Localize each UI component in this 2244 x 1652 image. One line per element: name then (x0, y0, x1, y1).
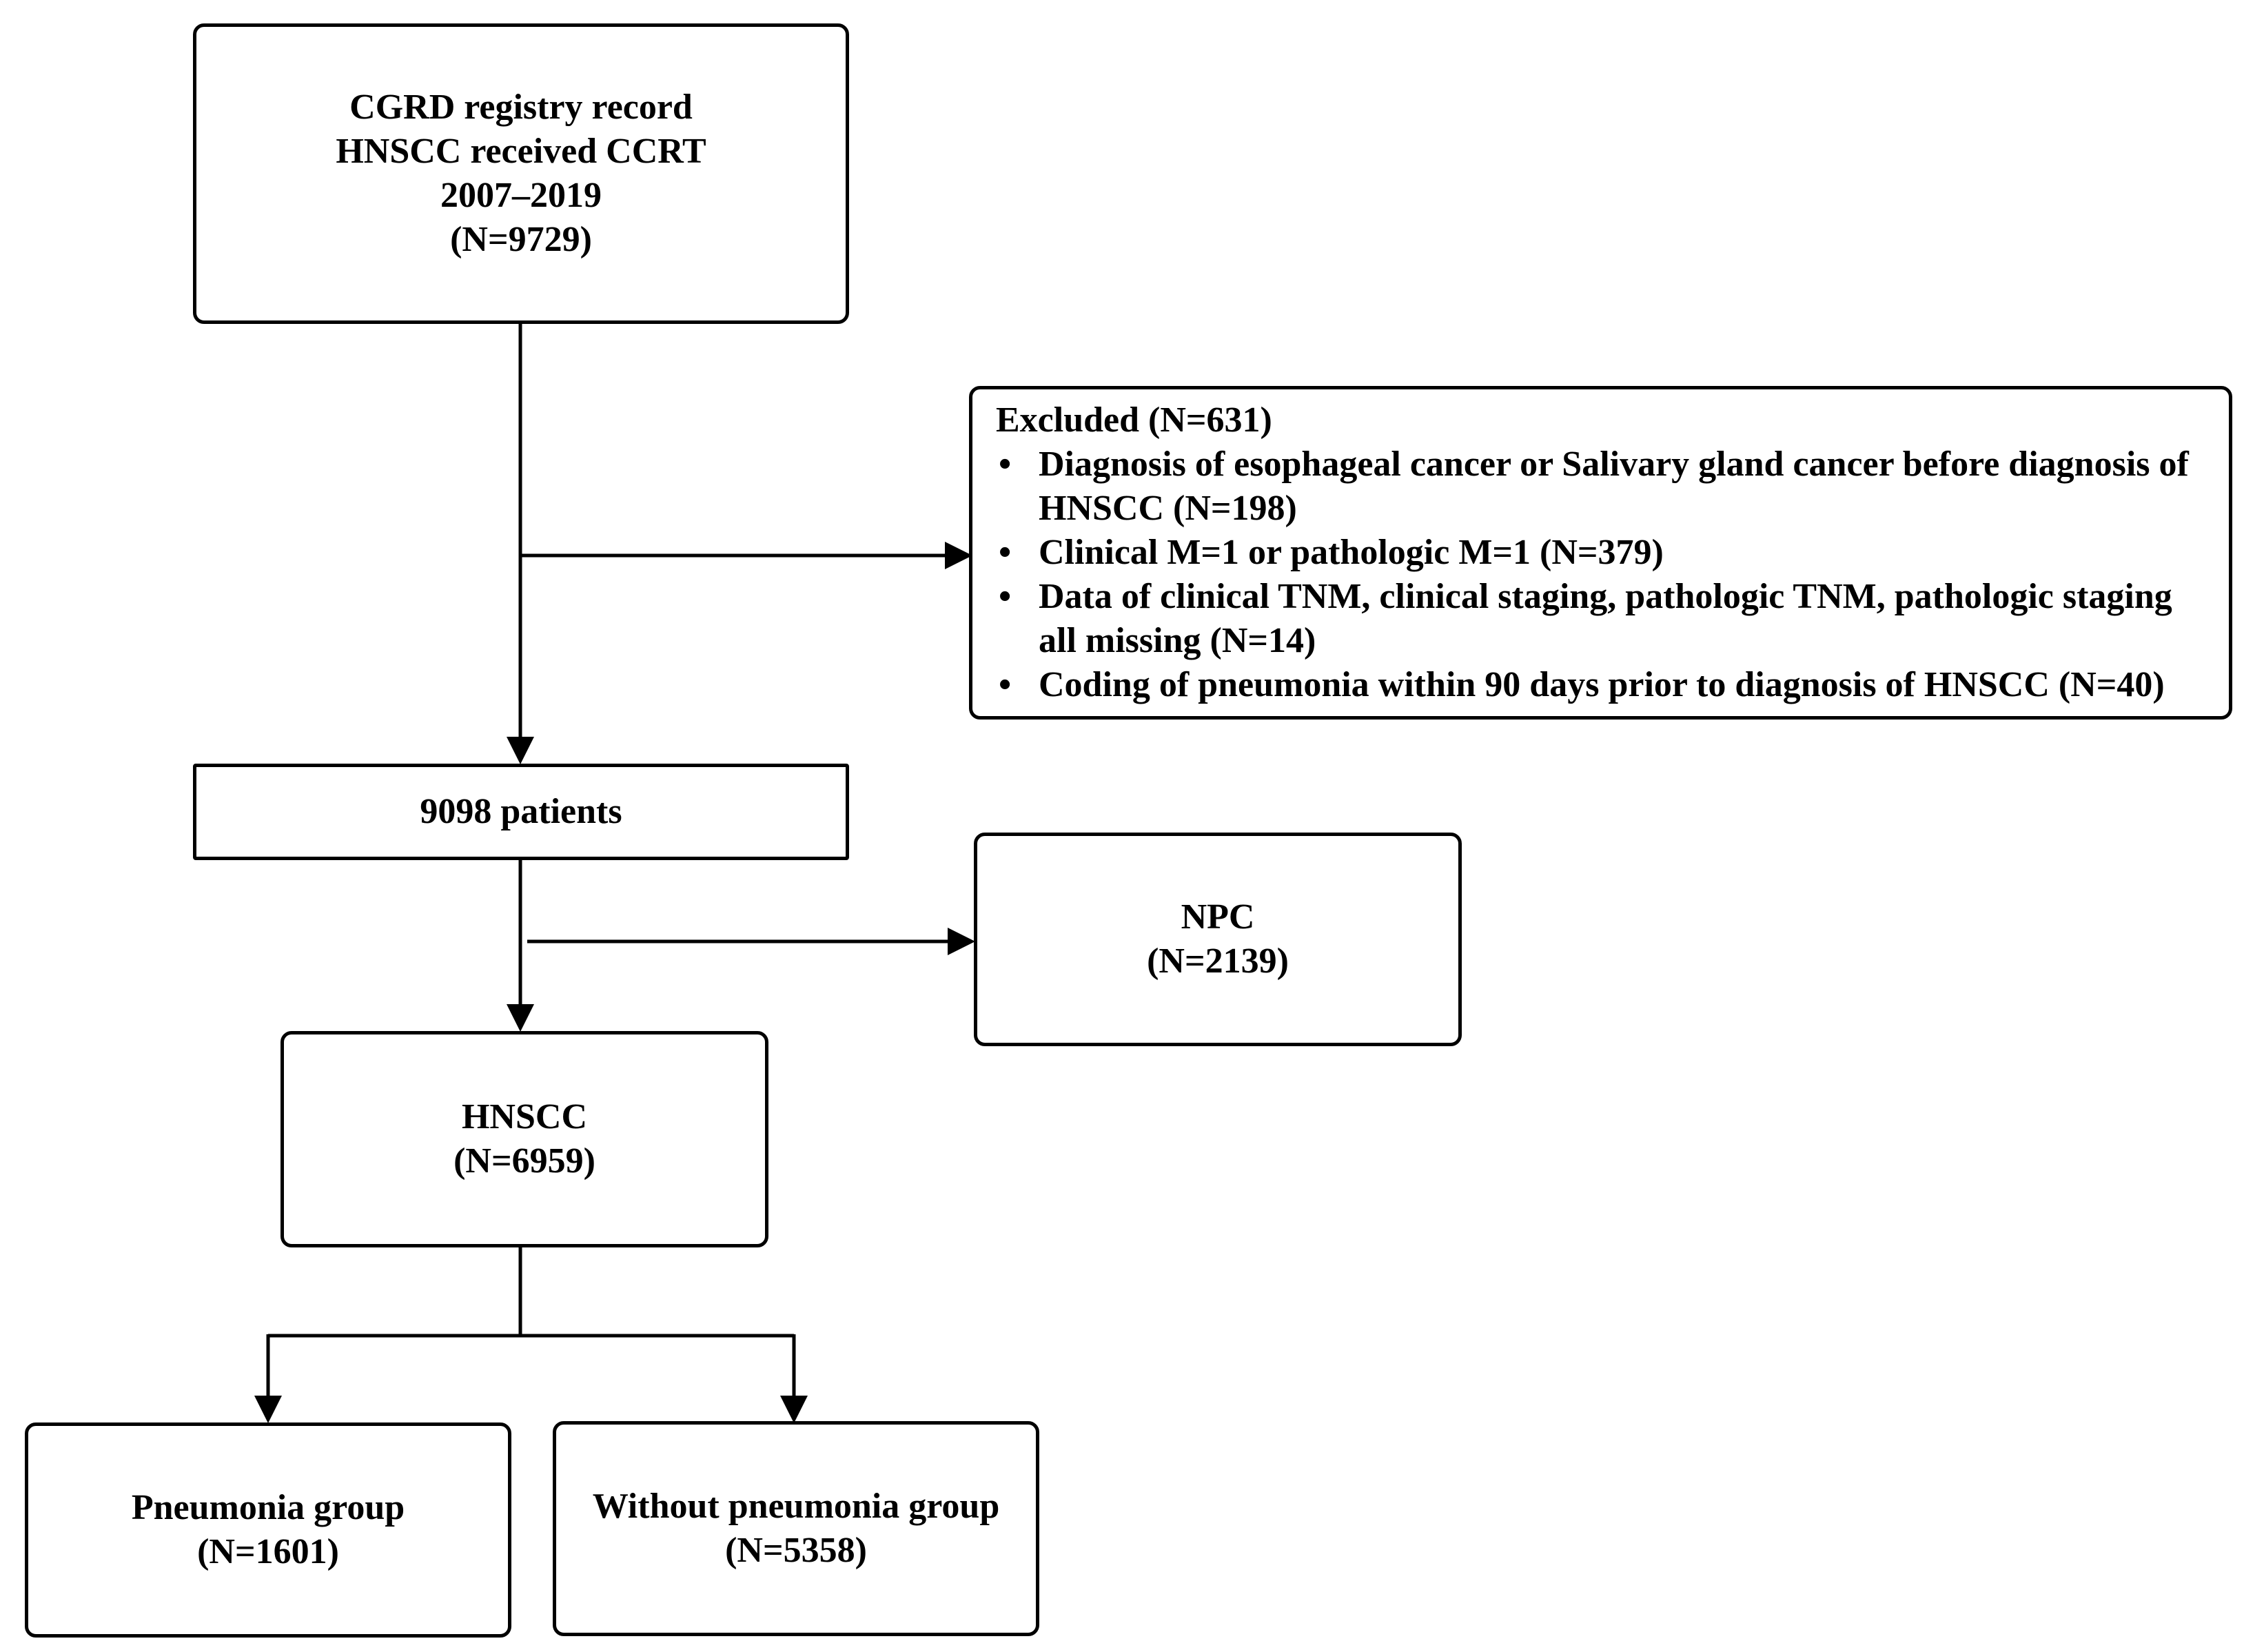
registry-line-3: 2007–2019 (440, 176, 602, 215)
hnscc-count: (N=6959) (453, 1141, 595, 1181)
exclusion-item: Coding of pneumonia within 90 days prior… (996, 663, 2212, 707)
exclusion-item: Diagnosis of esophageal cancer or Saliva… (996, 442, 2212, 531)
without-pneumonia-group-count: (N=5358) (725, 1531, 867, 1570)
without-pneumonia-group-label: Without pneumonia group (592, 1487, 1000, 1526)
patients-box: 9098 patients (193, 764, 849, 860)
excluded-box: Excluded (N=631) Diagnosis of esophageal… (969, 386, 2232, 720)
pneumonia-group-label: Pneumonia group (131, 1488, 405, 1527)
registry-line-2: HNSCC received CCRT (336, 132, 706, 171)
pneumonia-group-count: (N=1601) (197, 1532, 339, 1571)
npc-box: NPC (N=2139) (974, 833, 1462, 1046)
npc-count: (N=2139) (1147, 941, 1289, 981)
without-pneumonia-group-box: Without pneumonia group (N=5358) (553, 1421, 1039, 1636)
exclusion-list: Diagnosis of esophageal cancer or Saliva… (996, 442, 2212, 707)
exclusion-item: Data of clinical TNM, clinical staging, … (996, 575, 2212, 663)
hnscc-label: HNSCC (461, 1097, 588, 1136)
npc-label: NPC (1181, 897, 1255, 937)
registry-box: CGRD registry record HNSCC received CCRT… (193, 23, 849, 324)
registry-count: (N=9729) (450, 220, 592, 259)
hnscc-box: HNSCC (N=6959) (280, 1031, 768, 1247)
pneumonia-group-box: Pneumonia group (N=1601) (25, 1422, 511, 1638)
registry-line-1: CGRD registry record (349, 88, 693, 127)
exclusion-item: Clinical M=1 or pathologic M=1 (N=379) (996, 531, 2212, 575)
excluded-title: Excluded (N=631) (996, 400, 1272, 440)
patients-label: 9098 patients (420, 792, 622, 831)
